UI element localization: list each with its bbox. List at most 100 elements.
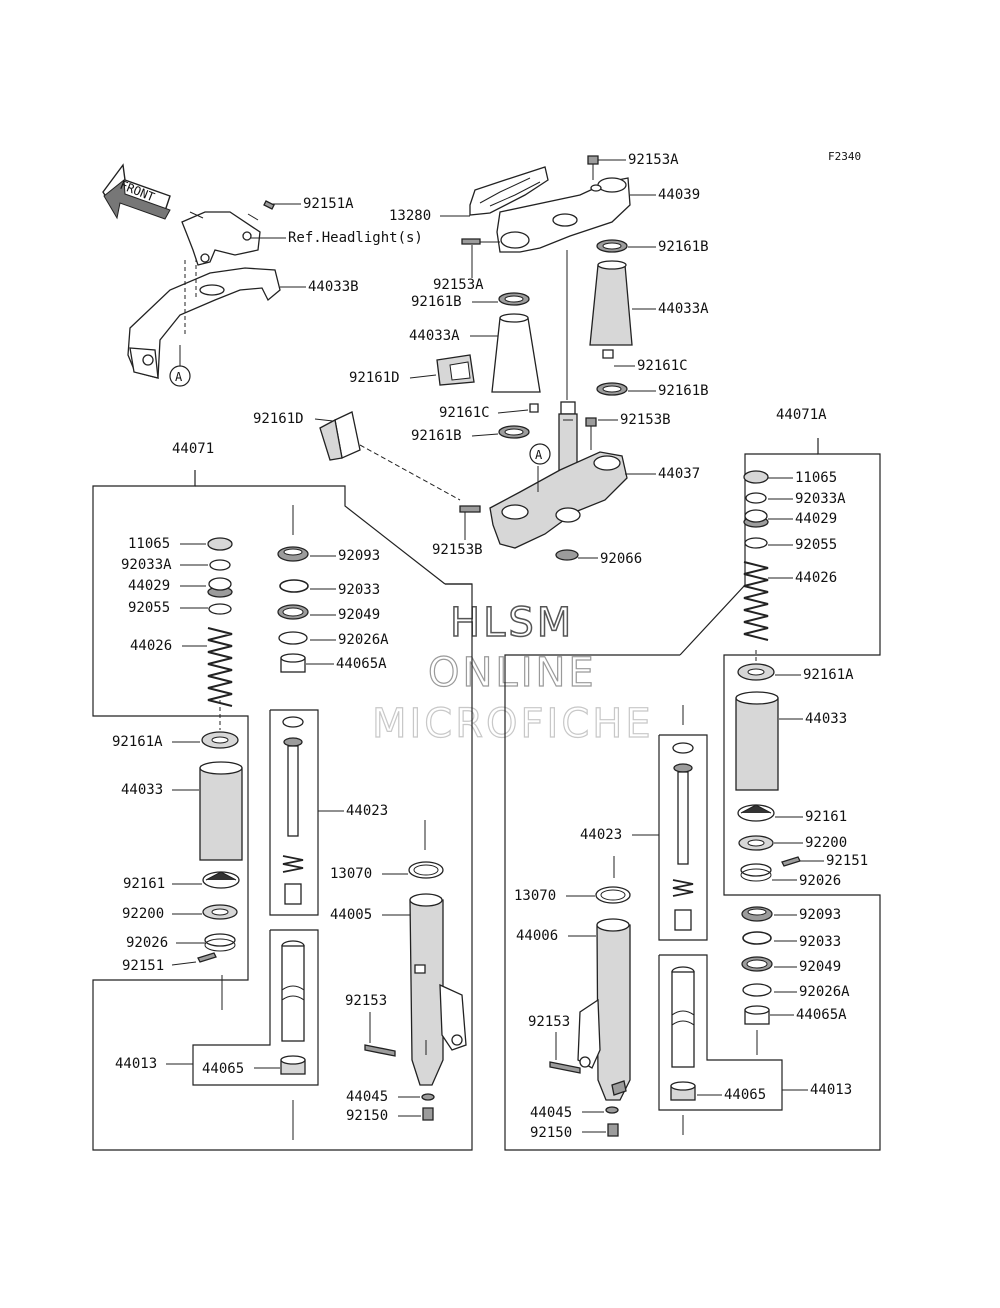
label-44033A-right: 44033A <box>658 301 709 317</box>
clamp-92026-right <box>740 863 772 882</box>
label-right-44006: 44006 <box>516 928 558 944</box>
label-44071: 44071 <box>172 441 214 457</box>
label-right-92026: 92026 <box>799 873 841 889</box>
label-44037: 44037 <box>658 466 700 482</box>
spacer-92161A-left <box>201 731 239 749</box>
label-left-92151: 92151 <box>122 958 164 974</box>
label-left-92200: 92200 <box>122 906 164 922</box>
label-92161B-l1: 92161B <box>411 294 462 310</box>
label-right-13070: 13070 <box>514 888 556 904</box>
cover-44033A-left <box>491 317 541 393</box>
bolt-92153B-left <box>459 505 481 513</box>
label-44071A: 44071A <box>776 407 827 423</box>
clamp-92026-left <box>204 933 236 952</box>
watermark-line-1: HLSM <box>450 600 574 646</box>
marker-a-label-2: A <box>535 448 543 462</box>
label-92151A: 92151A <box>303 196 354 212</box>
label-right-92161A: 92161A <box>803 667 854 683</box>
label-92153A-mid: 92153A <box>433 277 484 293</box>
outer-tube-44006 <box>577 918 631 1101</box>
label-right-92026A: 92026A <box>799 984 850 1000</box>
screw-92151-left <box>197 952 217 963</box>
label-left-92026A: 92026A <box>338 632 389 648</box>
label-92161B-r1: 92161B <box>658 239 709 255</box>
cover-44033-left <box>199 761 243 861</box>
cover-44033A-right <box>589 264 633 346</box>
cover-13280 <box>469 166 549 216</box>
bushing-44065A-left <box>280 653 306 673</box>
watermark-line-3: MICROFICHE <box>372 701 654 747</box>
outer-tube-44005 <box>409 893 467 1086</box>
label-right-44023: 44023 <box>580 827 622 843</box>
bushing-92161C-left <box>529 403 539 413</box>
label-left-92033A: 92033A <box>121 557 172 573</box>
label-right-44029: 44029 <box>795 511 837 527</box>
clip-92033-left <box>279 579 309 593</box>
spring-44026-left <box>207 627 233 707</box>
label-right-92033A: 92033A <box>795 491 846 507</box>
watermark-line-2: ONLINE <box>428 650 597 696</box>
label-right-44026: 44026 <box>795 570 837 586</box>
bolt-92153-right <box>549 1061 581 1074</box>
cartridge-44023-right <box>672 742 694 931</box>
label-92153B-right: 92153B <box>620 412 671 428</box>
label-left-92055: 92055 <box>128 600 170 616</box>
label-left-92033: 92033 <box>338 582 380 598</box>
label-92153A-top: 92153A <box>628 152 679 168</box>
label-right-44045: 44045 <box>530 1105 572 1121</box>
tube-44013-left <box>281 940 305 1042</box>
bushing-44065A-right <box>744 1005 770 1025</box>
clip-92033-right <box>742 931 772 945</box>
bolt-92150-left <box>422 1107 434 1121</box>
label-left-44013: 44013 <box>115 1056 157 1072</box>
tube-44013-right <box>671 966 695 1068</box>
lower-bracket-44037 <box>489 451 628 549</box>
label-right-92093: 92093 <box>799 907 841 923</box>
oring-92055-left <box>208 603 232 615</box>
spacer-92161A-right <box>737 663 775 681</box>
cartridge-44023-left <box>282 716 304 905</box>
oring-92033A-left <box>209 559 231 571</box>
label-right-92055: 92055 <box>795 537 837 553</box>
label-92066: 92066 <box>600 551 642 567</box>
bushing-44065-right <box>670 1081 696 1101</box>
cap-11065-left <box>207 537 233 551</box>
washer-92026A-left <box>278 631 308 645</box>
nut-92066 <box>555 549 579 561</box>
label-right-11065: 11065 <box>795 470 837 486</box>
label-92161B-l2: 92161B <box>411 428 462 444</box>
bolt-92153B-right <box>585 417 597 427</box>
bracket-44033B <box>127 258 281 379</box>
marker-a-circle-2 <box>529 443 551 465</box>
label-right-92200: 92200 <box>805 835 847 851</box>
label-right-92161: 92161 <box>805 809 847 825</box>
headlight-bracket <box>181 211 261 266</box>
bushing-44065-left <box>280 1055 306 1075</box>
ref-headlight-label: Ref.Headlight(s) <box>288 230 423 246</box>
screw-92151-right <box>781 856 801 867</box>
label-right-92150: 92150 <box>530 1125 572 1141</box>
label-44033A-left: 44033A <box>409 328 460 344</box>
label-left-92150: 92150 <box>346 1108 388 1124</box>
label-left-44023: 44023 <box>346 803 388 819</box>
bolt-92150-right <box>607 1123 619 1137</box>
label-right-44065: 44065 <box>724 1087 766 1103</box>
marker-a-label: A <box>175 370 183 384</box>
upper-bracket-44039 <box>496 177 631 253</box>
cover-44033-right <box>735 691 779 791</box>
label-13280: 13280 <box>389 208 431 224</box>
marker-a-circle <box>169 365 191 387</box>
label-left-11065: 11065 <box>128 536 170 552</box>
washer-44045-left <box>421 1093 435 1101</box>
bushing-92161C-right <box>602 349 614 359</box>
bolt-92153-left <box>364 1044 396 1057</box>
label-92153B-left: 92153B <box>432 542 483 558</box>
cap-11065-right <box>743 470 769 484</box>
cap-44029-right <box>743 509 769 528</box>
label-92161C-right: 92161C <box>637 358 688 374</box>
label-92161D-2: 92161D <box>253 411 304 427</box>
label-right-44013: 44013 <box>810 1082 852 1098</box>
label-left-44026: 44026 <box>130 638 172 654</box>
label-left-92026: 92026 <box>126 935 168 951</box>
